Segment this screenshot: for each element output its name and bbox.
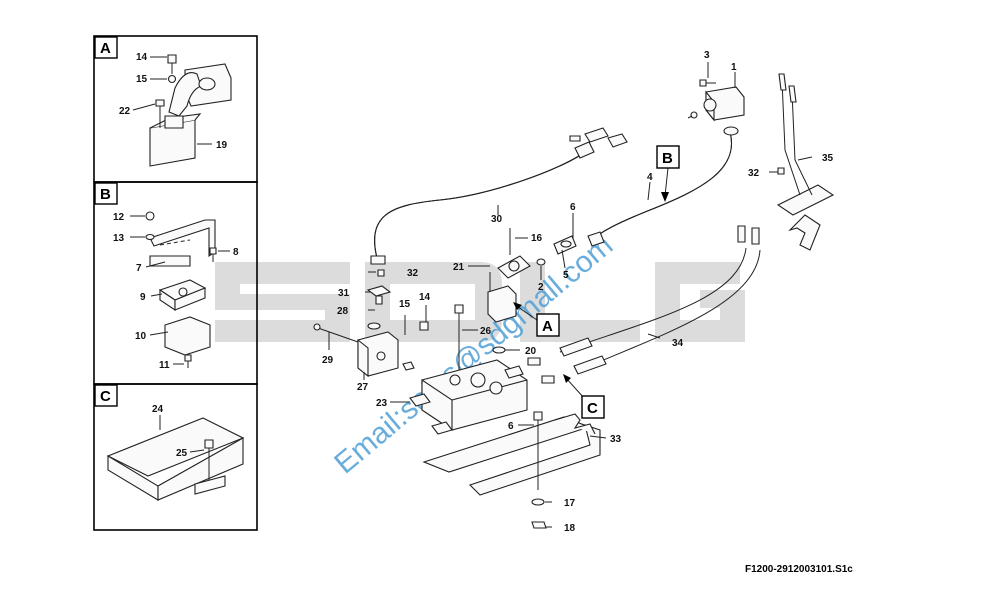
detail-panel-b: B 12 13 8 7 9 10 11: [93, 181, 258, 385]
svg-text:6: 6: [570, 202, 576, 213]
svg-text:23: 23: [376, 398, 388, 409]
svg-text:26: 26: [480, 326, 492, 337]
detail-panel-c: C 24 25: [93, 383, 258, 531]
svg-text:32: 32: [748, 168, 760, 179]
svg-text:28: 28: [337, 306, 349, 317]
svg-text:25: 25: [176, 448, 188, 459]
svg-text:35: 35: [822, 153, 834, 164]
svg-text:12: 12: [113, 212, 125, 223]
svg-text:33: 33: [610, 434, 622, 445]
svg-text:9: 9: [140, 292, 146, 303]
svg-text:17: 17: [564, 498, 576, 509]
svg-text:1: 1: [731, 62, 737, 73]
detail-panel-a: A 14 15 22 19: [93, 35, 258, 183]
svg-text:21: 21: [453, 262, 465, 273]
callout-a: A: [513, 302, 560, 337]
svg-text:19: 19: [216, 140, 228, 151]
svg-text:30: 30: [491, 214, 503, 225]
main-assembly: [313, 73, 835, 529]
svg-text:16: 16: [531, 233, 543, 244]
svg-text:15: 15: [136, 74, 148, 85]
svg-text:10: 10: [135, 331, 147, 342]
svg-text:6: 6: [508, 421, 514, 432]
svg-text:A: A: [100, 40, 111, 57]
figure-code: F1200-2912003101.S1c: [745, 564, 853, 575]
svg-text:14: 14: [419, 292, 431, 303]
svg-text:C: C: [100, 388, 111, 405]
svg-text:4: 4: [647, 172, 653, 183]
svg-text:31: 31: [338, 288, 350, 299]
svg-text:22: 22: [119, 106, 131, 117]
svg-text:2: 2: [538, 282, 544, 293]
svg-text:B: B: [662, 150, 673, 167]
svg-text:34: 34: [672, 338, 684, 349]
callout-b: B: [656, 145, 680, 202]
svg-text:18: 18: [564, 523, 576, 534]
svg-text:24: 24: [152, 404, 164, 415]
svg-text:A: A: [542, 318, 553, 335]
part-labels: 1 2 3 4 5 6 6 16 17 18 20 21 23 26 27 28…: [322, 50, 834, 534]
svg-text:B: B: [100, 186, 111, 203]
svg-text:27: 27: [357, 382, 369, 393]
svg-text:11: 11: [159, 360, 170, 371]
svg-text:8: 8: [233, 247, 239, 258]
leader-lines: [328, 62, 813, 528]
svg-text:7: 7: [136, 263, 142, 274]
svg-text:14: 14: [136, 52, 148, 63]
svg-text:15: 15: [399, 299, 411, 310]
svg-text:29: 29: [322, 355, 334, 366]
svg-text:20: 20: [525, 346, 537, 357]
svg-text:3: 3: [704, 50, 710, 61]
svg-text:C: C: [587, 400, 598, 417]
callout-c: C: [563, 374, 605, 419]
svg-text:5: 5: [563, 270, 569, 281]
svg-text:13: 13: [113, 233, 125, 244]
svg-text:32: 32: [407, 268, 419, 279]
